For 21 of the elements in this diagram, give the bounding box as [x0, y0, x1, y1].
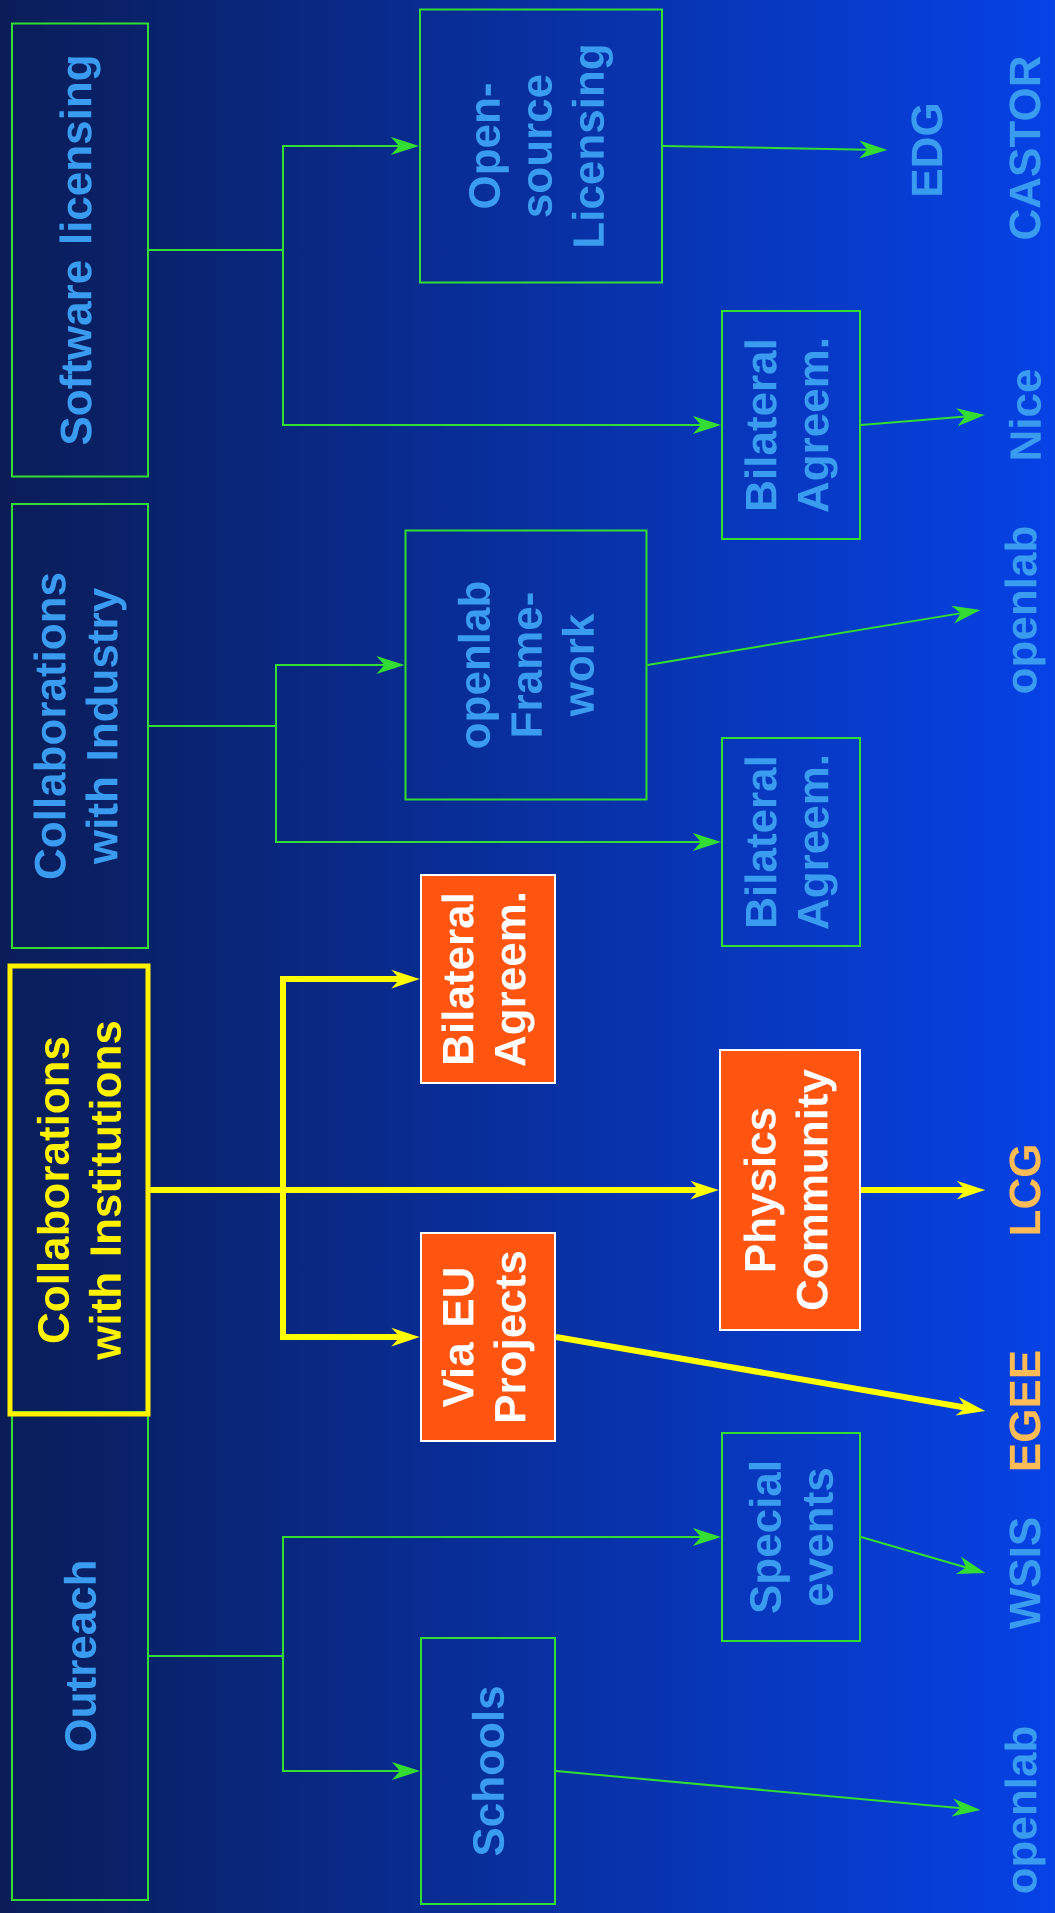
target-label: Nice: [1008, 370, 1042, 459]
process-box: Special events: [721, 1432, 861, 1642]
target-label: WSIS: [1009, 1518, 1041, 1630]
process-box: Physics Community: [719, 1049, 861, 1331]
label: CASTOR: [1009, 56, 1041, 239]
process-box: Bilateral Agreem.: [721, 310, 861, 540]
process-box: Open-source Licensing: [419, 8, 663, 284]
group-box: Collaborations with Institutions: [7, 963, 151, 1417]
process-box: openlab Frame-work: [404, 529, 648, 801]
target-label: EDG: [911, 105, 943, 195]
group-box: Software licensing: [11, 22, 149, 478]
process-box: Via EU Projects: [420, 1232, 556, 1442]
target-label: LCG: [1009, 1146, 1041, 1234]
group-box: Collaborations with Industry: [11, 503, 149, 949]
process-box: Bilateral Agreem.: [420, 874, 556, 1084]
target-label: EGEE: [1009, 1351, 1041, 1470]
target-label: openlab: [1004, 527, 1046, 693]
group-box: Outreach: [11, 1411, 149, 1901]
target-label: openlab: [1004, 1727, 1046, 1893]
process-box: Bilateral Agreem.: [721, 737, 861, 947]
process-box: Schools: [420, 1637, 556, 1905]
